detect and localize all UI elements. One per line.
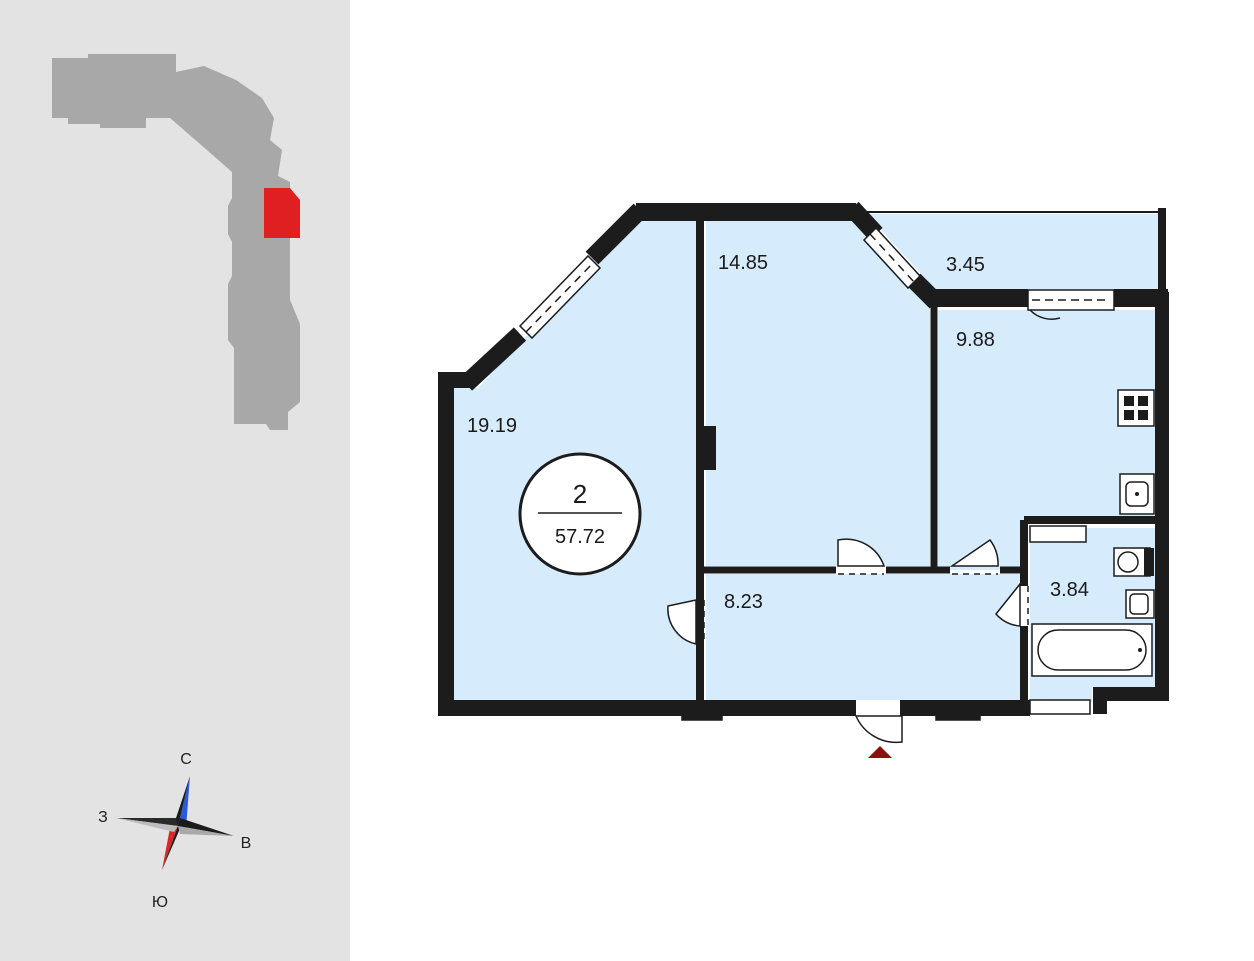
highlighted-unit — [264, 188, 300, 238]
outer-wall-diag-right-high — [845, 201, 883, 241]
door-openings — [703, 573, 1029, 644]
window-bottom-left — [681, 713, 723, 721]
apartment-badge: 2 57.72 — [518, 452, 642, 576]
doors — [667, 538, 1021, 744]
kitchen-area — [938, 310, 1158, 570]
outer-wall-left — [438, 372, 470, 712]
compass-east-label: В — [241, 835, 252, 852]
compass-icon — [116, 776, 234, 870]
window-bath-top — [1029, 525, 1087, 543]
compass-north-label: С — [180, 751, 192, 768]
bathtub-icon — [1031, 623, 1153, 677]
balcony-rail-post — [1158, 208, 1166, 294]
bedroom-area — [706, 220, 930, 566]
door-bathroom — [995, 581, 1021, 627]
room-area-bedroom: 14.85 — [718, 252, 768, 274]
sink-icon — [1119, 473, 1155, 515]
door-bedroom — [837, 538, 886, 567]
site-plan-svg: С В Ю З — [52, 54, 300, 911]
window-bottom-right — [935, 713, 981, 721]
washbasin-icon — [1125, 589, 1155, 619]
toilet-icon — [1113, 547, 1154, 577]
balcony-area — [866, 214, 1162, 290]
windows — [518, 226, 1091, 721]
stove-icon — [1117, 389, 1155, 427]
outer-wall-diag-left-high — [585, 203, 647, 265]
entrance-arrow-icon — [868, 746, 892, 758]
door-entrance — [854, 715, 903, 744]
room-area-balcony: 3.45 — [946, 254, 985, 276]
rooms-count: 2 — [573, 479, 587, 509]
room-area-living: 19.19 — [467, 415, 517, 437]
room-area-hallway: 8.23 — [724, 591, 763, 613]
door-kitchen — [949, 538, 999, 567]
outer-wall-right — [1093, 292, 1169, 714]
compass-west-label: З — [98, 809, 108, 826]
window-bath-bottom — [1029, 699, 1091, 715]
wall-pillar — [700, 426, 716, 470]
walls — [438, 201, 1169, 716]
site-plan-panel: С В Ю З — [0, 0, 350, 961]
door-living — [667, 599, 697, 645]
hallway-area — [706, 574, 1020, 700]
room-area-bathroom: 3.84 — [1050, 579, 1089, 601]
compass-south-label: Ю — [152, 894, 168, 911]
outer-wall-diag-left-low — [459, 327, 527, 391]
balcony-door — [1027, 289, 1115, 320]
building-footprint — [52, 54, 300, 430]
total-area: 57.72 — [555, 526, 605, 548]
room-area-kitchen: 9.88 — [956, 329, 995, 351]
